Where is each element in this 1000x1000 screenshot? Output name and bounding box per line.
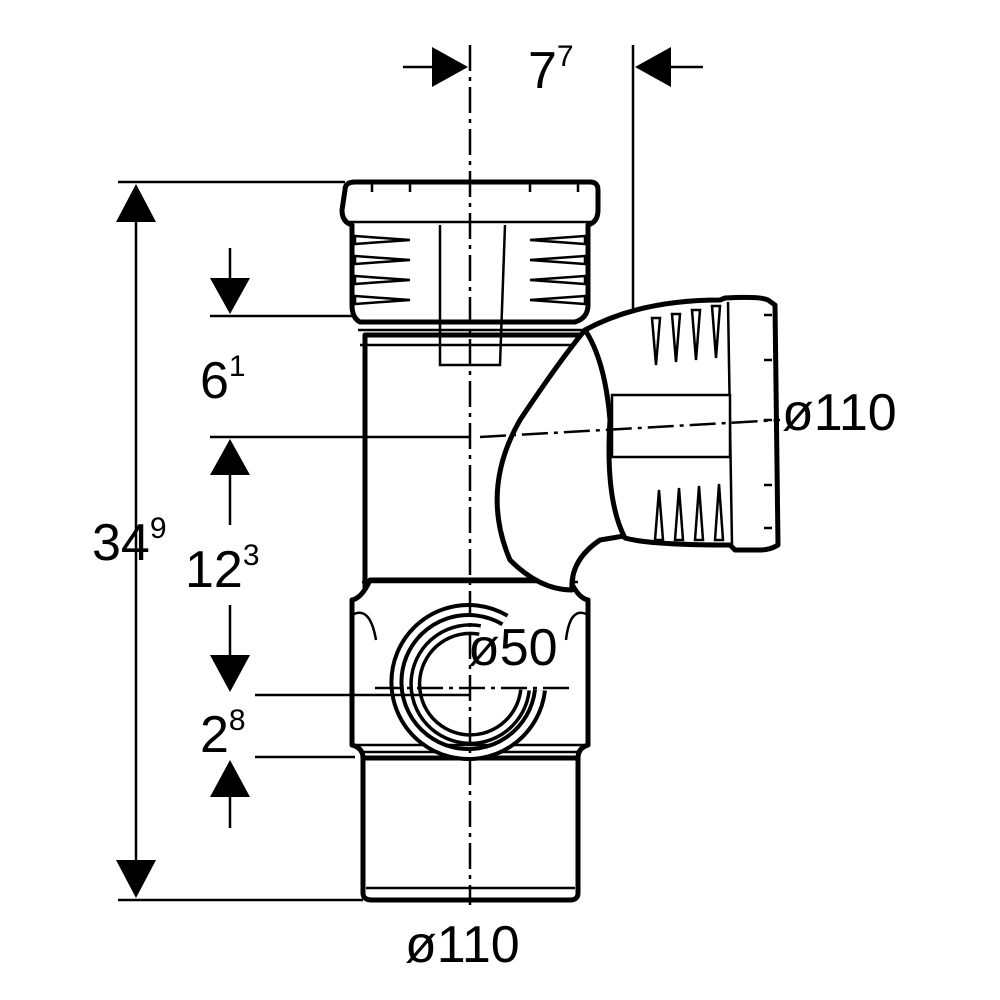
branch-body <box>494 327 633 593</box>
center-lines <box>375 45 781 905</box>
arrow-inlet-top <box>210 655 250 692</box>
bottom-spigot <box>360 752 581 903</box>
arrow-height-top <box>116 184 156 222</box>
branch-ribs-bottom <box>653 483 725 542</box>
label-inlet-diameter: ø50 <box>468 619 558 677</box>
branch-ribs-top <box>650 304 722 366</box>
arrow-socket-depth <box>210 278 250 314</box>
arrow-offset-left <box>432 47 468 87</box>
dimension-labels: 349 77 61 123 28 ø110 ø50 ø110 <box>92 40 897 974</box>
top-socket <box>339 179 601 325</box>
label-inlet-offset: 28 <box>200 704 246 764</box>
top-socket-ribs-left <box>353 234 411 306</box>
label-branch-to-inlet: 123 <box>185 539 260 599</box>
label-overall-height: 349 <box>92 512 167 572</box>
top-socket-ribs-right <box>529 234 587 306</box>
arrow-branch-level <box>210 439 250 475</box>
side-inlet <box>389 603 547 762</box>
top-notches <box>370 184 580 192</box>
dimension-lines <box>116 45 703 902</box>
label-branch-diameter: ø110 <box>782 384 897 442</box>
arrow-offset-right <box>635 47 671 87</box>
label-bottom-diameter: ø110 <box>405 916 520 974</box>
arrow-height-bottom <box>116 860 156 898</box>
arrow-inlet-bottom <box>210 760 250 797</box>
label-branch-offset: 77 <box>528 40 574 100</box>
branch-outlet <box>494 294 781 593</box>
label-socket-depth: 61 <box>200 350 246 410</box>
